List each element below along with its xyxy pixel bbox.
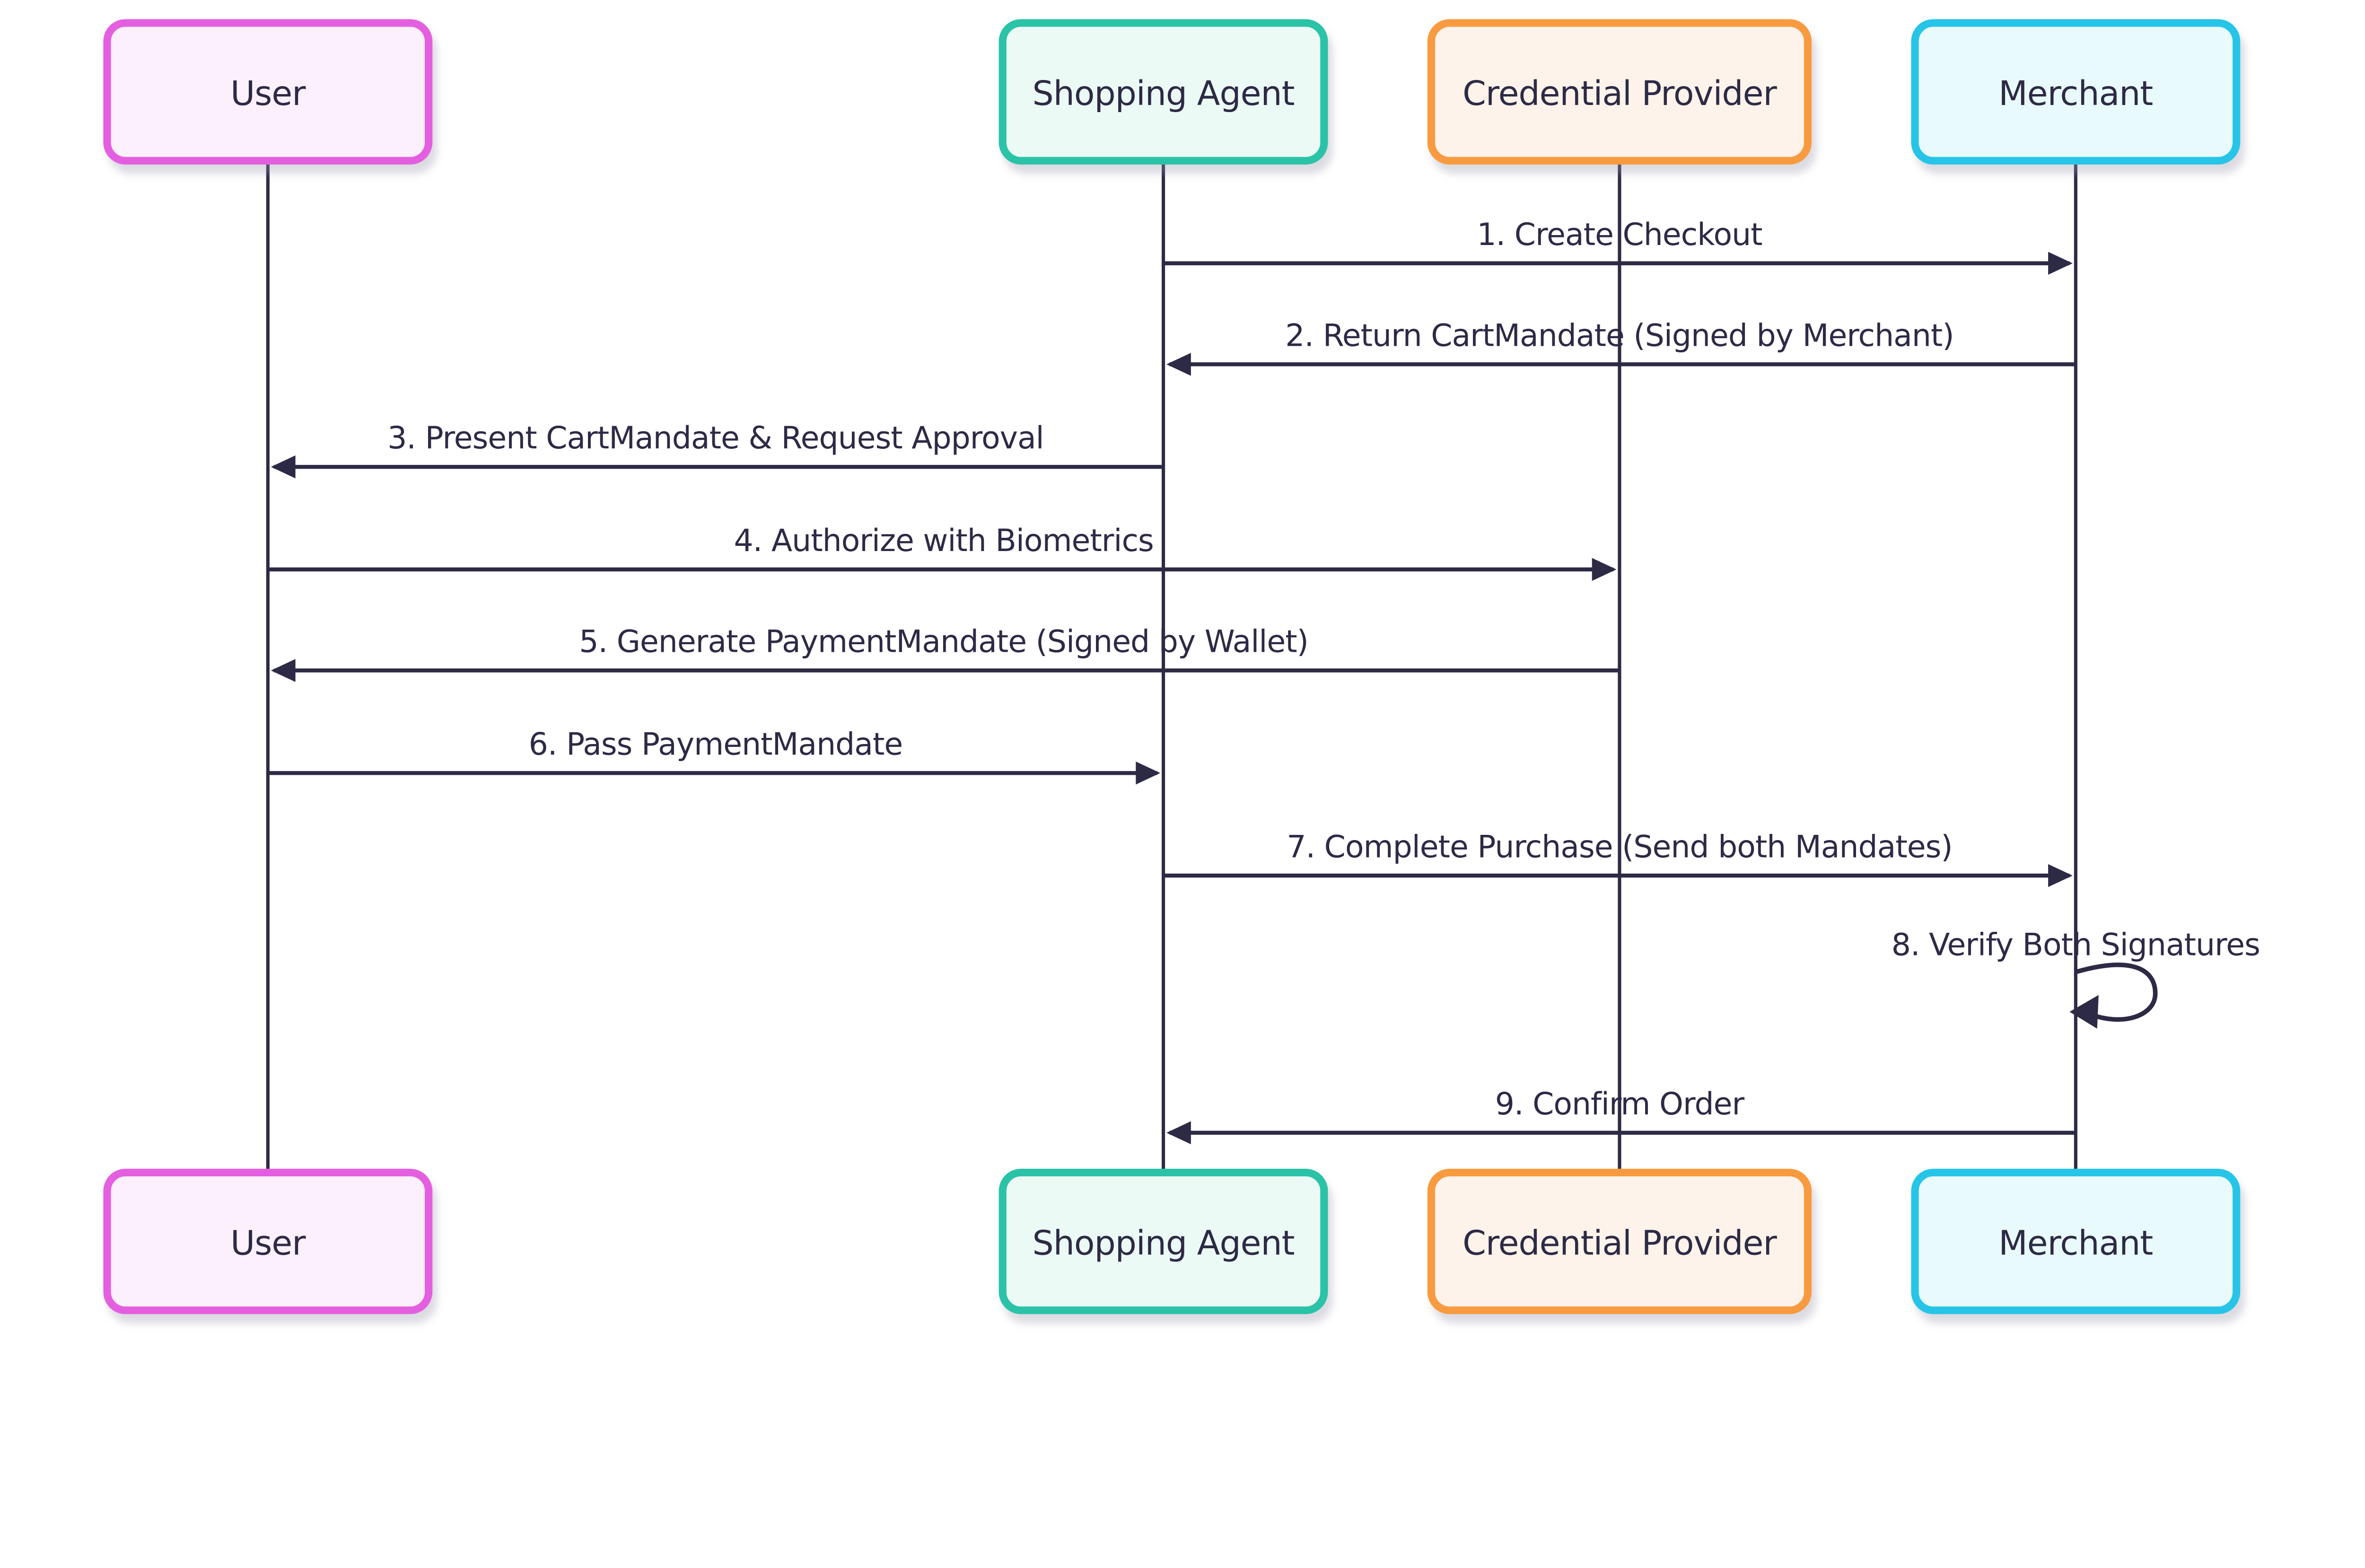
message-arrowhead-6: [1136, 762, 1161, 785]
message-label-3: 3. Present CartMandate & Request Approva…: [387, 420, 1043, 456]
message-arrowhead-3: [271, 455, 296, 479]
actor-label-credential-provider-bottom: Credential Provider: [1463, 1223, 1777, 1262]
actor-label-user-top: User: [230, 74, 306, 113]
actor-label-shopping-agent-top: Shopping Agent: [1033, 74, 1295, 113]
message-arrowhead-2: [1166, 352, 1191, 376]
actor-box-user-top: [103, 19, 433, 165]
message-label-9: 9. Confirm Order: [1495, 1086, 1745, 1122]
message-arrowhead-5: [271, 659, 296, 682]
actor-label-merchant-bottom: Merchant: [1998, 1223, 2153, 1262]
message-label-8: 8. Verify Both Signatures: [1892, 927, 2260, 963]
message-arrowhead-1: [2048, 252, 2073, 275]
actor-label-credential-provider-top: Credential Provider: [1463, 74, 1777, 113]
message-label-2: 2. Return CartMandate (Signed by Merchan…: [1285, 318, 1953, 353]
actor-box-shopping-agent-top: [999, 19, 1328, 165]
actor-box-merchant-top: [1911, 19, 2241, 165]
self-loop-arrowhead-8: [2069, 995, 2099, 1029]
message-label-5: 5. Generate PaymentMandate (Signed by Wa…: [579, 624, 1308, 660]
message-arrowhead-7: [2048, 864, 2073, 887]
messages-layer: [268, 252, 2158, 1145]
actor-label-user-bottom: User: [230, 1223, 306, 1262]
message-label-1: 1. Create Checkout: [1477, 217, 1762, 253]
message-label-6: 6. Pass PaymentMandate: [529, 727, 903, 762]
message-arrowhead-9: [1166, 1121, 1191, 1145]
self-loop-8: [2075, 963, 2158, 1022]
labels-layer: 1. Create Checkout 2. Return CartMandate …: [387, 217, 2260, 1122]
actor-box-merchant-bottom: [1911, 1168, 2241, 1314]
actor-box-credential-provider-bottom: [1427, 1168, 1812, 1314]
actor-label-shopping-agent-bottom: Shopping Agent: [1033, 1223, 1295, 1262]
actor-box-credential-provider-top: [1427, 19, 1812, 165]
message-arrowhead-4: [1592, 558, 1617, 581]
lifelines-layer: [266, 160, 2077, 1173]
actor-label-merchant-top: Merchant: [1998, 74, 2153, 113]
actor-box-shopping-agent-bottom: [999, 1168, 1328, 1314]
actor-box-user-bottom: [103, 1168, 433, 1314]
message-label-4: 4. Authorize with Biometrics: [734, 523, 1153, 559]
message-label-7: 7. Complete Purchase (Send both Mandates…: [1287, 829, 1952, 865]
